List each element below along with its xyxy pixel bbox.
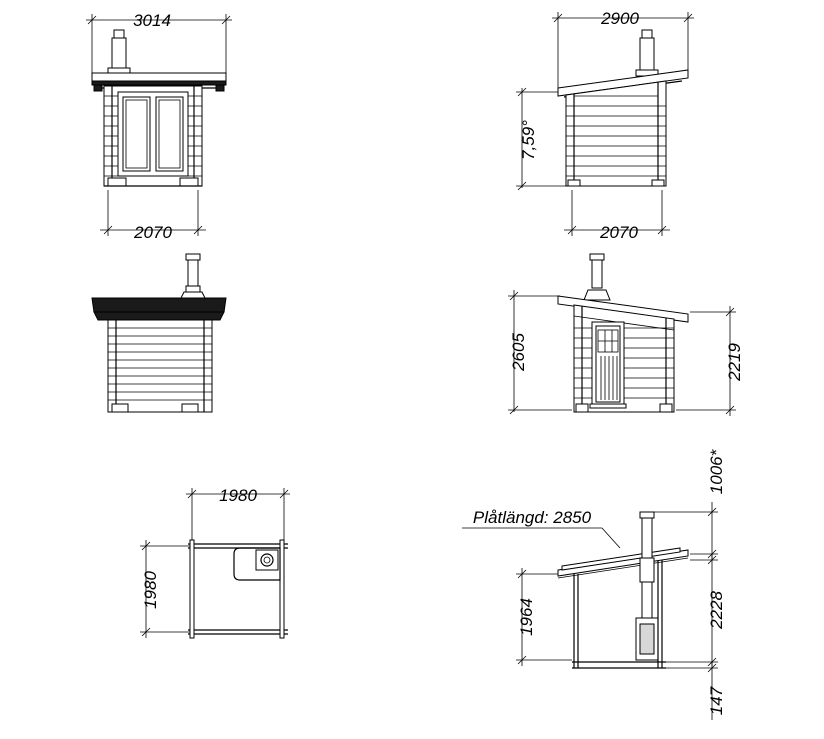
- dim-door-total: 2605: [508, 290, 572, 415]
- section-view: Plåtlängd: 2850: [462, 448, 726, 720]
- section-chimney: [635, 511, 659, 661]
- door: [589, 321, 627, 409]
- chimney: [107, 29, 131, 75]
- sheet-length-label: Plåtlängd: 2850: [473, 508, 592, 527]
- log-lines: [566, 95, 666, 177]
- dim-door-wall: 2219: [676, 306, 744, 416]
- section-roof: [557, 547, 689, 579]
- stove: [233, 547, 281, 581]
- sloped-roof: [557, 295, 689, 323]
- side-elevation-view: 2900: [516, 9, 694, 242]
- dim-plan-depth-label: 1980: [141, 571, 160, 609]
- dim-front-bottom-label: 2070: [133, 223, 172, 242]
- dim-chimney-top-label: 1006*: [707, 448, 726, 494]
- door-elevation-view: 2605 2219: [508, 253, 744, 416]
- dim-chimney-top: 1006*: [654, 448, 726, 560]
- dim-door-wall-label: 2219: [725, 343, 744, 382]
- roof: [91, 297, 227, 321]
- dim-door-total-label: 2605: [509, 333, 528, 372]
- dim-section-right: 2228: [664, 554, 726, 667]
- chimney: [635, 29, 659, 77]
- dim-side-top: 2900: [552, 9, 694, 90]
- dim-front-top: 3014: [86, 11, 232, 76]
- dim-side-top-label: 2900: [600, 9, 639, 28]
- rear-elevation-view: [91, 253, 227, 413]
- dim-plan-width-label: 1980: [219, 486, 257, 505]
- front-elevation-view: 3014: [86, 11, 232, 242]
- floor-plan-view: 1980 1980: [140, 486, 290, 639]
- dim-side-bottom: 2070: [564, 190, 670, 242]
- dim-section-base: 147: [664, 662, 726, 720]
- plan-walls: [188, 539, 288, 639]
- dim-front-bottom: 2070: [100, 190, 206, 242]
- chimney: [179, 253, 207, 301]
- sheet-length-annotation: Plåtlängd: 2850: [462, 508, 621, 549]
- dim-side-bottom-label: 2070: [599, 223, 638, 242]
- rear-wall: [107, 319, 213, 413]
- front-wall: [103, 85, 203, 187]
- dim-angle: 7,59°: [516, 87, 566, 191]
- dim-plan-depth: 1980: [140, 540, 190, 638]
- dim-plan-width: 1980: [186, 486, 290, 540]
- dim-angle-label: 7,59°: [519, 120, 538, 160]
- log-lines: [108, 327, 212, 401]
- dim-front-top-label: 3014: [133, 11, 171, 30]
- dim-section-right-label: 2228: [707, 591, 726, 630]
- chimney: [583, 253, 611, 301]
- side-wall: [565, 80, 667, 187]
- dim-section-left: 1964: [516, 568, 572, 666]
- dim-section-base-label: 147: [707, 686, 726, 715]
- dim-section-left-label: 1964: [517, 598, 536, 636]
- section-walls: [572, 560, 666, 669]
